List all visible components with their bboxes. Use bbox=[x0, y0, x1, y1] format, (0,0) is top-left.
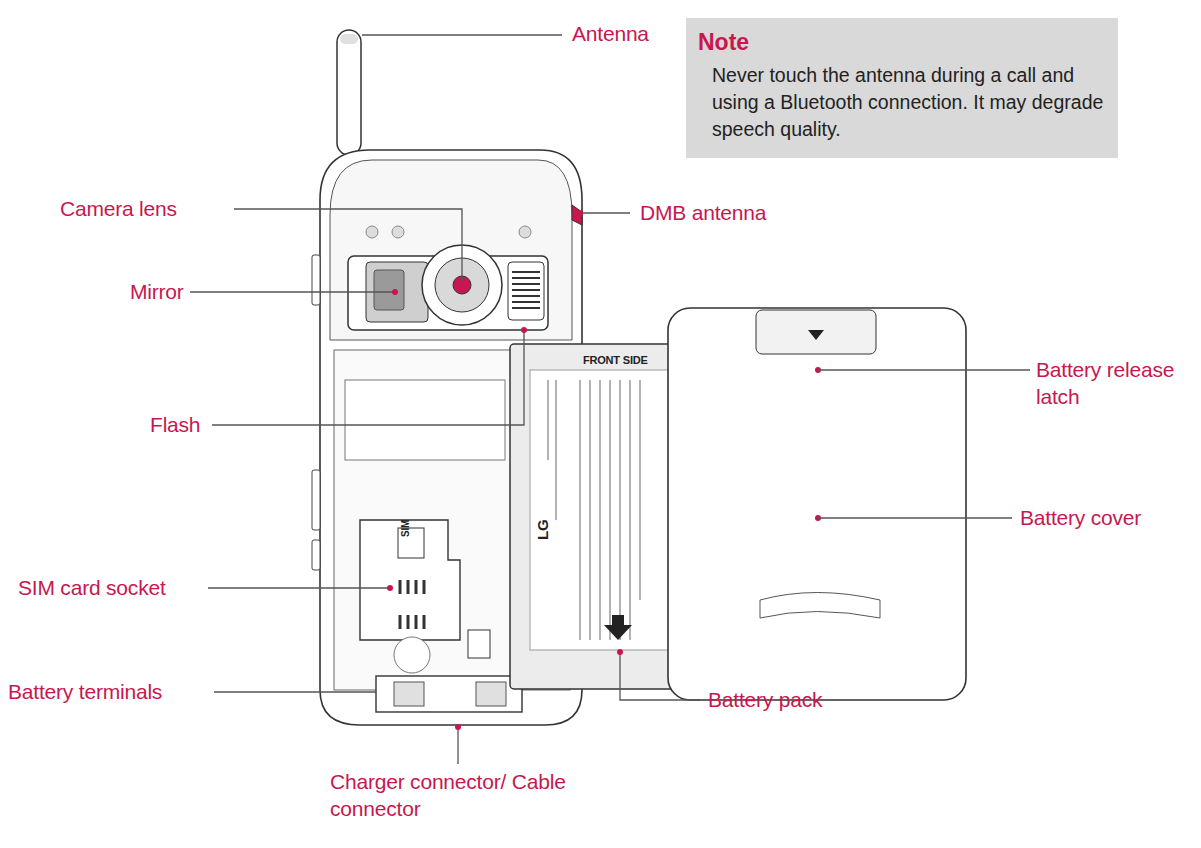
side-button bbox=[312, 470, 320, 530]
callout-dots bbox=[387, 210, 623, 730]
battery-terminals bbox=[376, 676, 522, 712]
terminal bbox=[394, 682, 424, 706]
battery-marking: FRONT SIDE bbox=[583, 354, 648, 367]
screw bbox=[366, 226, 378, 238]
note-text: Never touch the antenna during a call an… bbox=[712, 62, 1112, 143]
side-button bbox=[312, 540, 320, 570]
part-label: SIM card socket bbox=[18, 574, 166, 601]
sim-marking: SIM bbox=[399, 520, 412, 537]
terminal bbox=[476, 682, 506, 706]
mirror-glass bbox=[374, 270, 404, 310]
screw bbox=[392, 226, 404, 238]
battery-release-latch bbox=[756, 310, 876, 354]
part-label: Flash bbox=[150, 411, 200, 438]
dmb-antenna bbox=[572, 205, 582, 225]
part-label: Battery cover bbox=[1020, 504, 1141, 531]
recycle-mark bbox=[468, 630, 490, 658]
sim-contacts bbox=[400, 580, 424, 629]
sticker-lines bbox=[548, 380, 640, 640]
note-heading: Note bbox=[698, 28, 749, 56]
antenna-stub bbox=[337, 30, 361, 155]
bay-label bbox=[345, 380, 505, 460]
battery-sticker bbox=[530, 370, 670, 650]
flash-ribs bbox=[512, 272, 540, 308]
battery-pack bbox=[510, 344, 692, 689]
part-label: Camera lens bbox=[60, 195, 177, 222]
part-label: Antenna bbox=[572, 20, 649, 47]
part-label: Mirror bbox=[130, 278, 184, 305]
flash-symbol bbox=[508, 262, 544, 320]
screw bbox=[519, 226, 531, 238]
camera-housing bbox=[330, 160, 572, 340]
latch-arrow bbox=[808, 330, 824, 340]
part-label: Battery pack bbox=[708, 686, 822, 713]
side-button bbox=[312, 255, 320, 305]
brand-marking: LG bbox=[536, 520, 549, 540]
insert-arrow bbox=[604, 615, 632, 640]
sim-card-socket bbox=[360, 520, 460, 640]
part-label: DMB antenna bbox=[640, 199, 766, 226]
antenna-tip bbox=[340, 34, 358, 44]
part-label: Charger connector/ Cable connector bbox=[330, 768, 570, 822]
note-box: NoteNever touch the antenna during a cal… bbox=[686, 18, 1118, 158]
battery-cover bbox=[668, 308, 966, 700]
part-label: Battery release latch bbox=[1036, 356, 1201, 410]
part-label: Battery terminals bbox=[8, 678, 162, 705]
bay-hole bbox=[394, 637, 430, 673]
cover-grip bbox=[760, 593, 880, 619]
